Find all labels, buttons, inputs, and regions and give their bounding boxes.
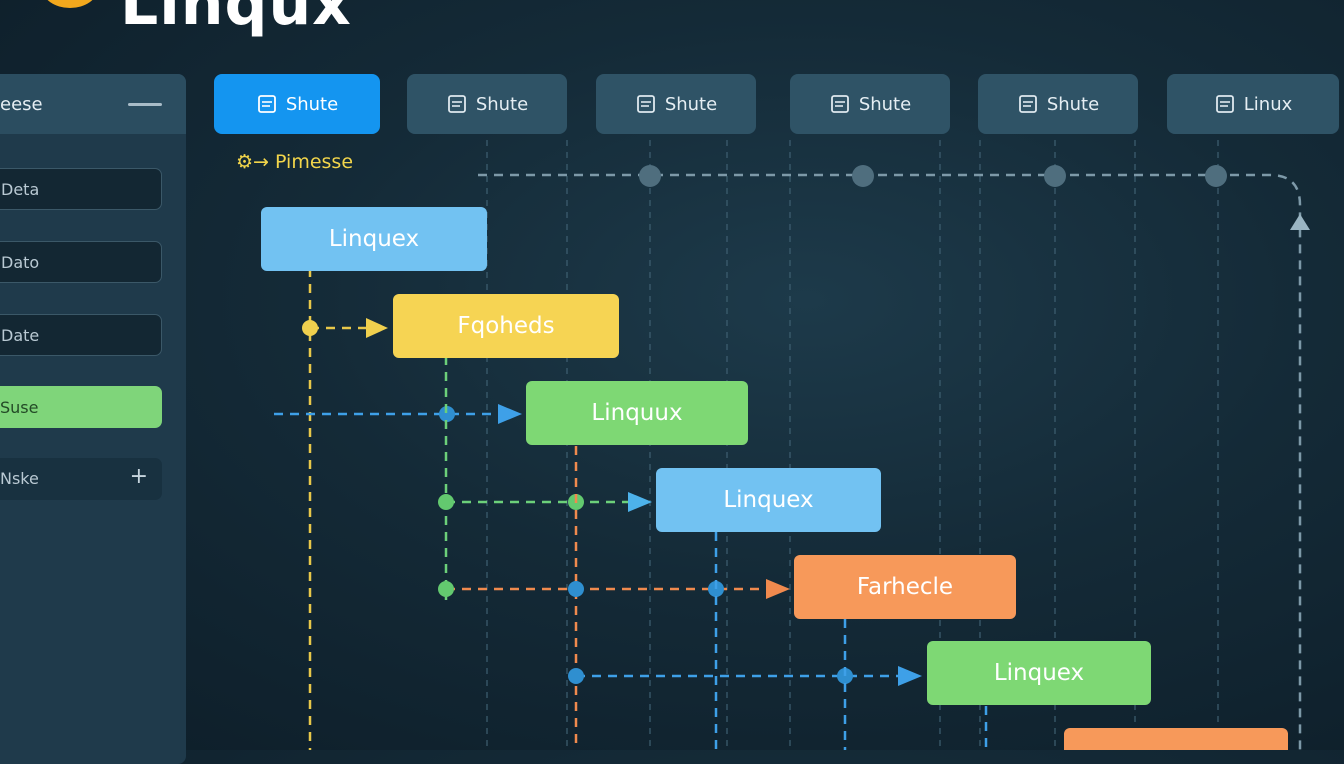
wrench-icon: ⚙→ — [236, 151, 269, 173]
tab-label: Shute — [664, 93, 718, 115]
sidebar-item-label: Suse — [0, 398, 39, 417]
penguin-logo-icon — [47, 0, 93, 8]
sidebar-title: eese — [0, 94, 43, 115]
task-label: Fqoheds — [457, 313, 555, 339]
add-icon[interactable]: + — [129, 464, 148, 489]
tab-label: Shute — [475, 93, 529, 115]
sidebar-add-row[interactable]: Nske + — [0, 458, 162, 500]
document-icon — [257, 95, 276, 113]
task-label: Linquex — [723, 487, 814, 513]
gantt-task[interactable]: Linquex — [927, 641, 1151, 705]
task-label: Linquux — [591, 400, 683, 426]
tab-shute-4[interactable]: Shute — [790, 74, 950, 134]
sidebar-add-label: Nske — [0, 469, 39, 488]
sidebar-field-label: Date — [1, 326, 40, 345]
task-label: Linquex — [328, 226, 420, 252]
collapse-icon[interactable] — [128, 103, 162, 106]
sidebar-field-label: Dato — [1, 253, 40, 272]
sidebar-field[interactable]: Date — [0, 314, 162, 356]
tab-shute-2[interactable]: Shute — [407, 74, 567, 134]
document-icon — [447, 95, 466, 113]
task-label: Linquex — [993, 660, 1085, 686]
tab-label: Shute — [285, 93, 339, 115]
sidebar-field[interactable]: Dato — [0, 241, 162, 283]
gantt-task[interactable]: Linquux — [526, 381, 748, 445]
tab-shute-5[interactable]: Shute — [978, 74, 1138, 134]
sidebar-item-active[interactable]: Suse — [0, 386, 162, 428]
tab-shute-1[interactable]: Shute — [214, 74, 380, 134]
tab-label: Shute — [1046, 93, 1100, 115]
section-label: ⚙→ Pimesse — [236, 151, 354, 173]
gantt-task[interactable]: Farhecle — [794, 555, 1016, 619]
gantt-task[interactable]: Linquex — [656, 468, 881, 532]
gantt-task[interactable]: Linquex — [261, 207, 487, 271]
gantt-task[interactable]: Fqoheds — [393, 294, 619, 358]
document-icon — [830, 95, 849, 113]
gantt-task[interactable] — [1064, 728, 1288, 750]
tab-label: Shute — [858, 93, 912, 115]
app-title: Linqux — [120, 0, 352, 39]
task-label: Farhecle — [856, 574, 954, 600]
document-icon — [636, 95, 655, 113]
tab-label: Linux — [1243, 93, 1293, 115]
tab-shute-3[interactable]: Shute — [596, 74, 756, 134]
sidebar-field-label: Deta — [1, 180, 40, 199]
document-icon — [1215, 95, 1234, 113]
sidebar-field[interactable]: Deta — [0, 168, 162, 210]
document-icon — [1018, 95, 1037, 113]
tab-linux[interactable]: Linux — [1167, 74, 1339, 134]
